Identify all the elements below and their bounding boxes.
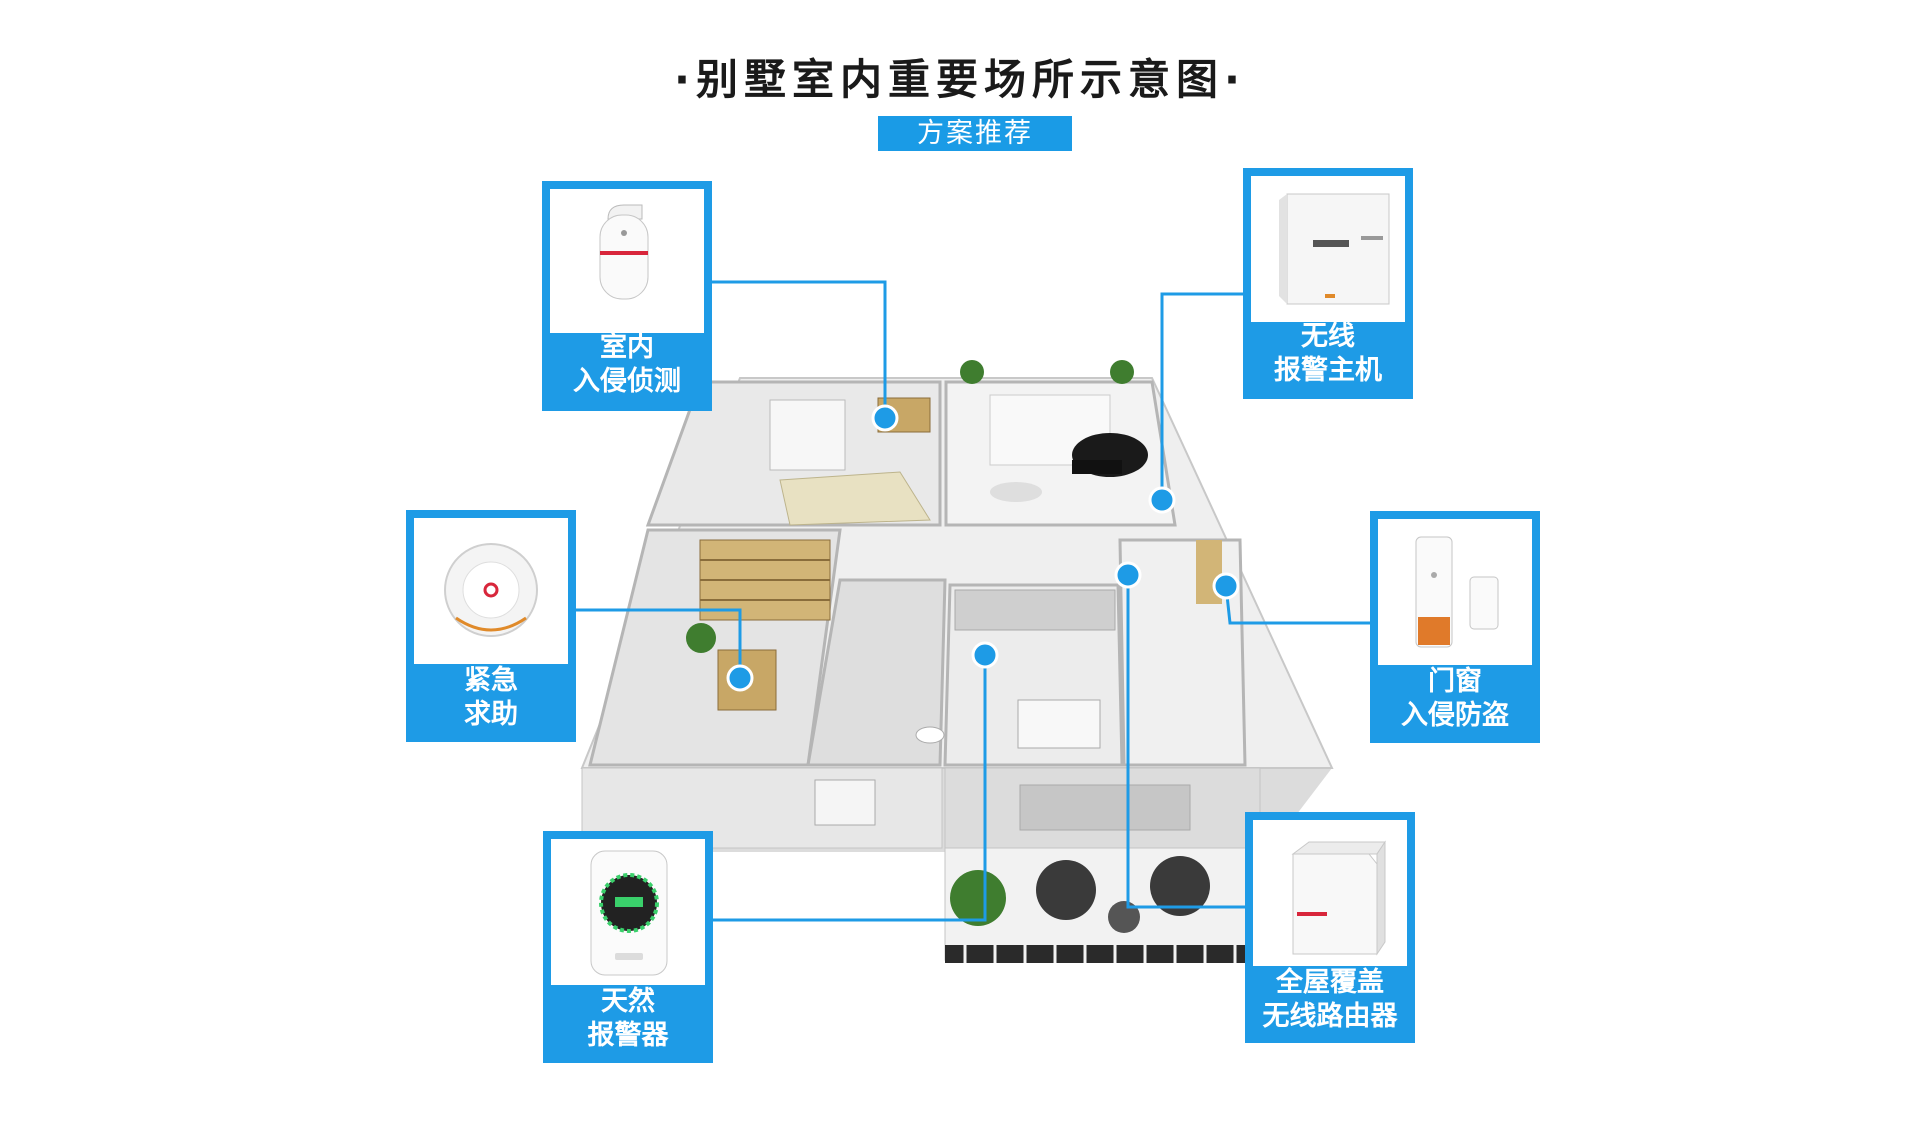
subtitle-badge: 方案推荐 bbox=[878, 116, 1072, 151]
pir-detector-icon bbox=[550, 189, 704, 333]
router-icon bbox=[1253, 820, 1407, 966]
gas-detector-icon bbox=[551, 839, 705, 985]
device-label: 天然报警器 bbox=[587, 986, 669, 1051]
device-label: 门窗入侵防盗 bbox=[1401, 666, 1509, 731]
device-card-emergency-help: 紧急求助 bbox=[406, 510, 576, 742]
emergency-button-icon bbox=[414, 518, 568, 664]
device-label: 室内入侵侦测 bbox=[573, 332, 681, 397]
device-card-indoor-intrusion: 室内入侵侦测 bbox=[542, 181, 712, 411]
device-card-door-window: 门窗入侵防盗 bbox=[1370, 511, 1540, 743]
device-card-alarm-host: 无线报警主机 bbox=[1243, 168, 1413, 399]
page-title: ·别墅室内重要场所示意图· bbox=[674, 55, 1246, 104]
device-card-gas-alarm: 天然报警器 bbox=[543, 831, 713, 1063]
device-label: 紧急求助 bbox=[464, 665, 518, 730]
door-sensor-icon bbox=[1378, 519, 1532, 665]
device-card-wireless-router: 全屋覆盖无线路由器 bbox=[1245, 812, 1415, 1043]
device-label: 全屋覆盖无线路由器 bbox=[1262, 967, 1398, 1032]
device-label: 无线报警主机 bbox=[1274, 321, 1382, 386]
alarm-host-icon bbox=[1251, 176, 1405, 322]
